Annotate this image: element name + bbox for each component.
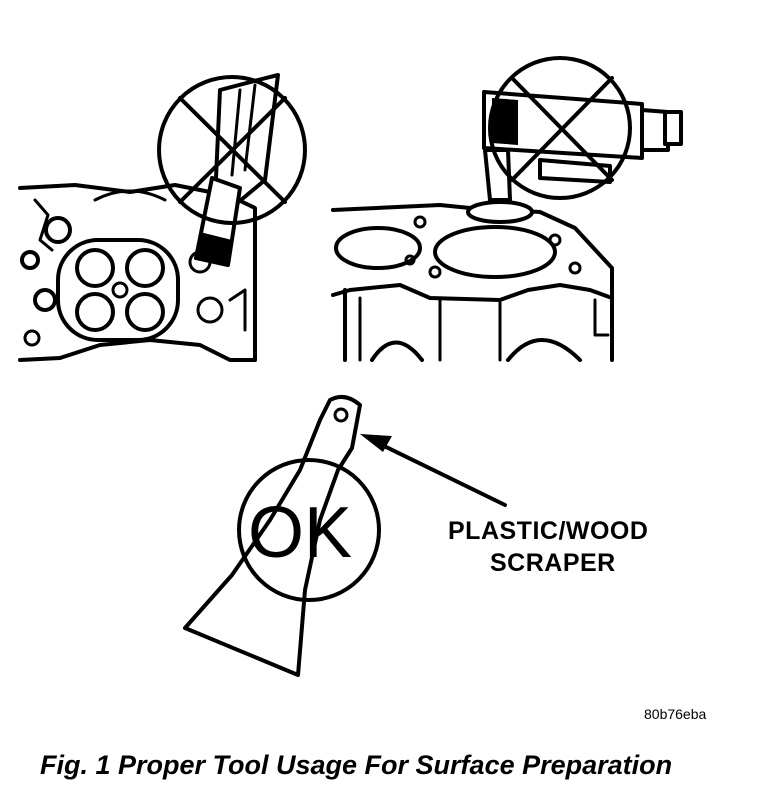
figure-caption: Fig. 1 Proper Tool Usage For Surface Pre… xyxy=(40,750,673,780)
left-cylinder-head xyxy=(18,183,257,362)
prohibited-screwdriver-icon xyxy=(157,73,307,267)
scraper-label-line1: PLASTIC/WOOD xyxy=(448,517,649,545)
scraper-label-line2: SCRAPER xyxy=(490,549,616,577)
ok-text: OK xyxy=(248,493,352,573)
prohibited-power-tool-icon xyxy=(466,56,683,224)
pointer-arrow xyxy=(360,434,507,507)
right-engine-block xyxy=(331,203,614,362)
ok-scraper-icon: OK xyxy=(183,394,381,677)
reference-code: 80b76eba xyxy=(644,706,707,722)
